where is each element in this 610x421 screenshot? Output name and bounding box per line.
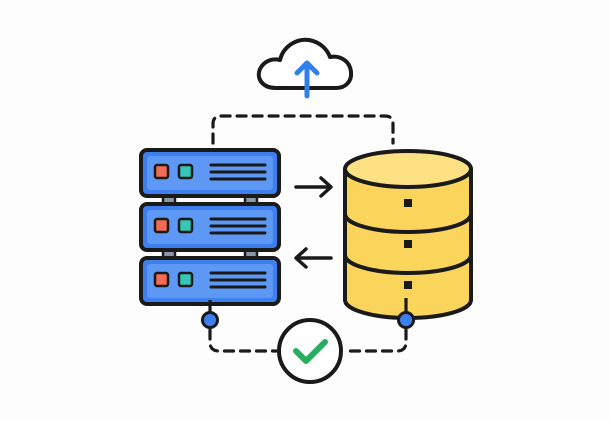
server-led-teal <box>177 217 194 234</box>
server-led-red <box>153 271 170 288</box>
checkmark-icon <box>277 318 343 384</box>
server-led-teal <box>177 163 194 180</box>
cloud-upload-icon <box>256 37 354 99</box>
database-icon <box>343 149 473 320</box>
dashed-connectors <box>208 114 408 353</box>
database-layer-line <box>343 213 473 234</box>
database-layer-line <box>343 254 473 275</box>
arrow-right-icon <box>294 176 333 198</box>
server-rack-icon <box>139 148 281 306</box>
top-dashed-path <box>211 114 395 145</box>
bottom-dashed-left-path <box>208 328 278 353</box>
server-connector-dot <box>201 311 219 329</box>
server-led-teal <box>177 271 194 288</box>
database-indicator <box>404 240 412 248</box>
database-indicator <box>404 281 412 289</box>
check-mark <box>293 339 328 364</box>
database-connector-dot <box>397 311 415 329</box>
cloud-arrow-head <box>294 60 320 76</box>
server-led-red <box>153 217 170 234</box>
database-indicator <box>404 199 412 207</box>
server-led-red <box>153 163 170 180</box>
check-circle <box>277 318 343 384</box>
arrow-left-icon <box>294 247 333 269</box>
database-top <box>343 149 473 189</box>
connector-dots <box>201 298 415 329</box>
bottom-dashed-right-path <box>342 328 408 353</box>
